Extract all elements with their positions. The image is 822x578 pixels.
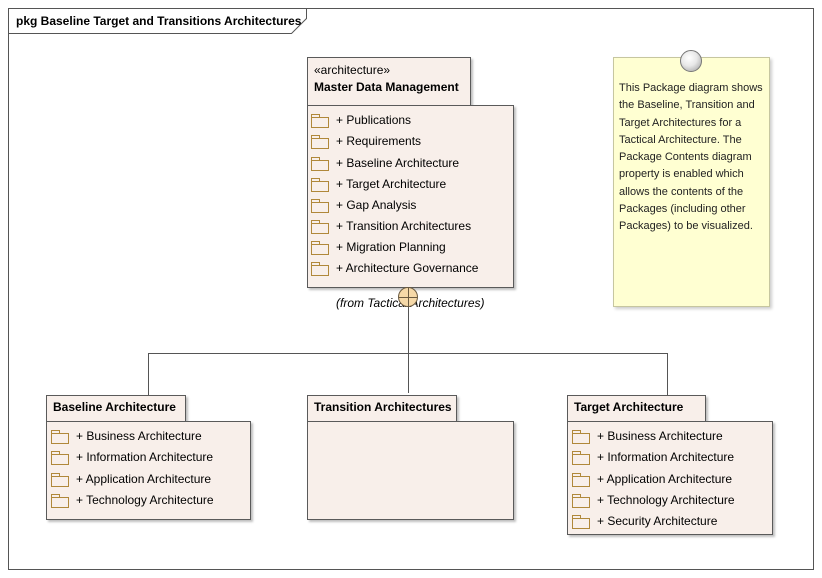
package-stereotype: «architecture» (314, 63, 391, 77)
folder-icon (311, 219, 329, 234)
package-item-label: + Information Architecture (597, 450, 735, 464)
package-item[interactable]: + Publications (311, 111, 411, 129)
package-item[interactable]: + Business Architecture (51, 427, 202, 445)
package-item-label: + Technology Architecture (76, 493, 214, 507)
package-item-label: + Security Architecture (597, 514, 718, 528)
pin-icon (680, 50, 702, 72)
package-item[interactable]: + Business Architecture (572, 427, 723, 445)
folder-icon (311, 198, 329, 213)
package-item-label: + Transition Architectures (336, 219, 472, 233)
package-item-label: + Business Architecture (597, 429, 723, 443)
note-body (613, 57, 770, 307)
package-item[interactable]: + Application Architecture (51, 470, 211, 488)
package-name: Transition Architectures (314, 400, 452, 414)
package-item[interactable]: + Transition Architectures (311, 217, 471, 235)
note-text: This Package diagram shows the Baseline,… (619, 82, 763, 233)
package-item[interactable]: + Migration Planning (311, 238, 446, 256)
folder-icon (572, 514, 590, 529)
package-item[interactable]: + Application Architecture (572, 470, 732, 488)
package-name: Target Architecture (574, 400, 684, 414)
diagram-frame (8, 8, 814, 570)
folder-icon (51, 472, 69, 487)
package-body (307, 105, 514, 288)
folder-icon (572, 450, 590, 465)
package-item[interactable]: + Technology Architecture (51, 491, 214, 509)
package-item[interactable]: + Target Architecture (311, 175, 446, 193)
package-item-label: + Publications (336, 113, 412, 127)
package-item-label: + Business Architecture (76, 429, 202, 443)
folder-icon (311, 156, 329, 171)
package-item[interactable]: + Baseline Architecture (311, 154, 459, 172)
package-item-label: + Information Architecture (76, 450, 214, 464)
package-item[interactable]: + Information Architecture (572, 448, 734, 466)
folder-icon (572, 472, 590, 487)
package-item-label: + Technology Architecture (597, 493, 735, 507)
folder-icon (311, 177, 329, 192)
package-name: Baseline Architecture (53, 400, 176, 414)
folder-icon (311, 240, 329, 255)
package-item[interactable]: + Information Architecture (51, 448, 213, 466)
package-item-label: + Application Architecture (597, 472, 733, 486)
frame-tab-outline (8, 8, 307, 34)
frame-title: pkg Baseline Target and Transitions Arch… (16, 14, 302, 28)
package-body (567, 421, 773, 535)
package-item[interactable]: + Architecture Governance (311, 259, 478, 277)
package-item-label: + Architecture Governance (336, 261, 479, 275)
package-item-label: + Baseline Architecture (336, 156, 460, 170)
folder-icon (51, 450, 69, 465)
package-item[interactable]: + Gap Analysis (311, 196, 416, 214)
package-body (46, 421, 251, 520)
package-item-label: + Requirements (336, 134, 422, 148)
package-item-label: + Migration Planning (336, 240, 446, 254)
package-item[interactable]: + Requirements (311, 132, 421, 150)
folder-icon (311, 134, 329, 149)
package-body (307, 421, 514, 520)
package-item-label: + Gap Analysis (336, 198, 417, 212)
folder-icon (51, 493, 69, 508)
package-item[interactable]: + Technology Architecture (572, 491, 735, 509)
package-item[interactable]: + Security Architecture (572, 512, 717, 530)
package-tab (307, 57, 471, 107)
package-item-label: + Application Architecture (76, 472, 212, 486)
folder-icon (311, 261, 329, 276)
folder-icon (572, 429, 590, 444)
folder-icon (311, 113, 329, 128)
folder-icon (572, 493, 590, 508)
nesting-icon (398, 287, 418, 307)
package-item-label: + Target Architecture (336, 177, 447, 191)
package-name: Master Data Management (314, 80, 459, 94)
package-tab (46, 395, 186, 423)
folder-icon (51, 429, 69, 444)
